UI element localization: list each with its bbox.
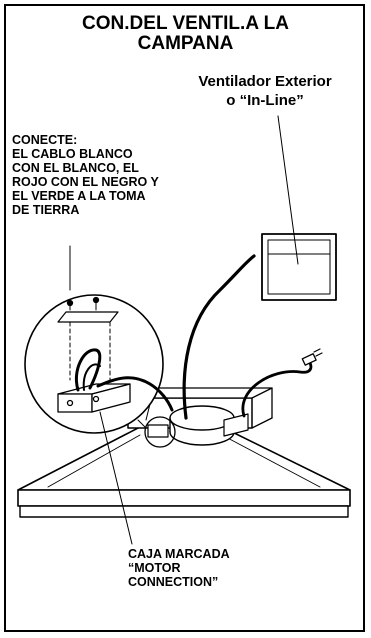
box-label-line-2: “MOTOR [128, 561, 181, 575]
range-hood-body [17, 387, 351, 518]
magnifier-connector-bottom [137, 419, 147, 429]
cord-loop [241, 358, 313, 418]
connect-line-6: DE TIERRA [12, 203, 80, 217]
box-label-line-3: CONNECTION” [128, 575, 219, 589]
box-label-leader-line [99, 411, 133, 545]
title-line-1: CON.DEL VENTIL.A LA [82, 13, 289, 34]
power-cable [182, 254, 256, 420]
diagram-title: CON.DEL VENTIL.A LA CAMPANA [10, 14, 361, 54]
plug [301, 348, 323, 366]
exterior-fan-label: Ventilador Exterior o “In-Line” [170, 72, 360, 110]
box-label-line-1: CAJA MARCADA [128, 547, 230, 561]
motor-connection-box-label: CAJA MARCADA “MOTOR CONNECTION” [128, 547, 298, 589]
connect-line-3: CON EL BLANCO, EL [12, 161, 139, 175]
connect-line-2: EL CABLO BLANCO [12, 147, 133, 161]
diagram-frame [4, 4, 365, 632]
magnifier-connector-top [145, 403, 151, 421]
exterior-fan-label-line-1: Ventilador Exterior [198, 73, 332, 90]
connect-line-5: EL VERDE A LA TOMA [12, 189, 146, 203]
mounting-brackets [147, 413, 249, 438]
connect-instructions: CONECTE: EL CABLO BLANCO CON EL BLANCO, … [12, 133, 242, 217]
junction-location-circle [144, 416, 176, 448]
connect-line-4: ROJO CON EL NEGRO Y [12, 175, 159, 189]
connect-line-1: CONECTE: [12, 133, 78, 147]
exterior-fan-label-line-2: o “In-Line” [226, 92, 304, 109]
title-line-2: CAMPANA [137, 33, 234, 54]
junction-detail-magnifier [24, 294, 174, 434]
exterior-fan-leader-line [277, 115, 299, 265]
exterior-fan-box [261, 233, 337, 301]
